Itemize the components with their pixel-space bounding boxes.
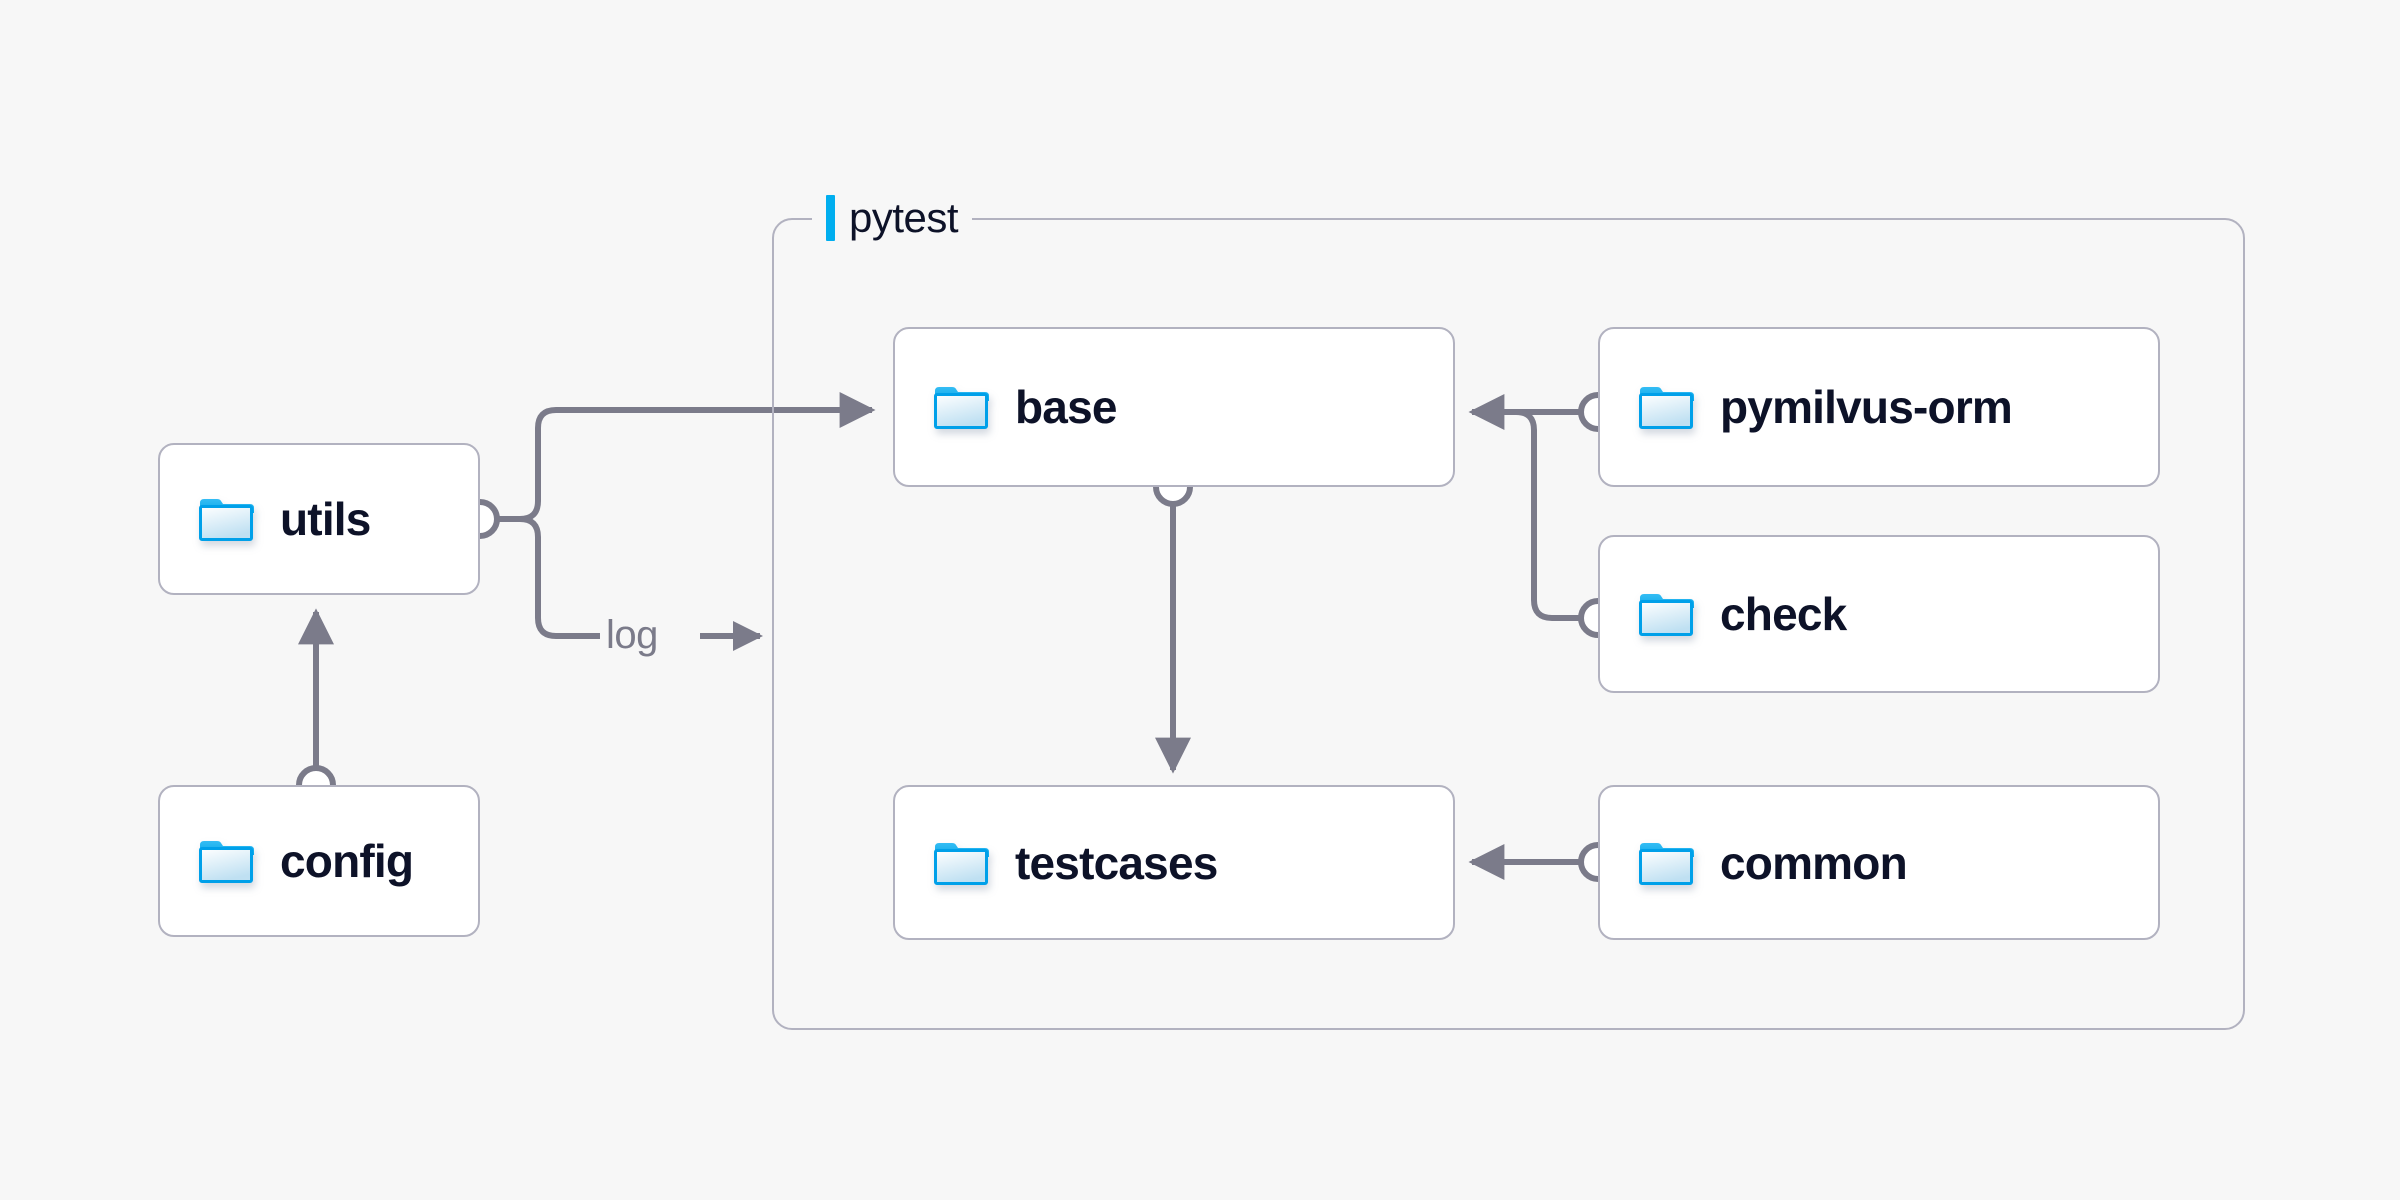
node-base[interactable]: base [893, 327, 1455, 487]
node-label: base [1015, 381, 1117, 433]
node-label: config [280, 835, 414, 887]
node-common[interactable]: common [1598, 785, 2160, 940]
folder-icon [1638, 839, 1694, 887]
folder-icon [1638, 590, 1694, 638]
edge-config-to-utils [296, 608, 336, 805]
node-label: common [1720, 836, 1908, 889]
node-utils[interactable]: utils [158, 443, 480, 595]
node-label: testcases [1015, 836, 1218, 889]
node-testcases[interactable]: testcases [893, 785, 1455, 940]
pytest-group-title: pytest [849, 194, 959, 241]
node-label: pymilvus-orm [1720, 381, 2013, 433]
folder-icon [933, 839, 989, 887]
folder-icon [1638, 383, 1694, 431]
node-label: utils [280, 493, 371, 545]
pytest-group-container [772, 218, 2245, 1030]
folder-icon [198, 495, 254, 543]
folder-icon [933, 383, 989, 431]
pytest-group-label: pytest [812, 191, 973, 245]
node-config[interactable]: config [158, 785, 480, 937]
node-check[interactable]: check [1598, 535, 2160, 693]
node-label: check [1720, 588, 1847, 640]
edge-label-log: log [606, 613, 658, 657]
edge-utils-to-pytest-log [497, 516, 763, 651]
accent-bar-icon [826, 195, 835, 241]
node-pymilvus-orm[interactable]: pymilvus-orm [1598, 327, 2160, 487]
folder-icon [198, 837, 254, 885]
